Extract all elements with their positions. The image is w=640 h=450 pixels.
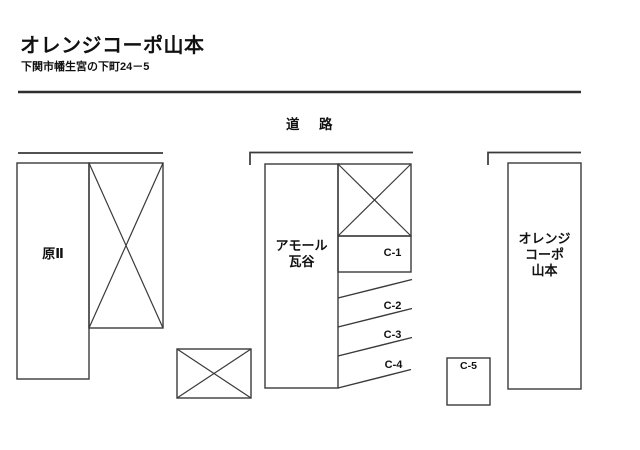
middle-lot-top-line [249,151,413,165]
small-crossed-area-outline [176,348,252,399]
parking-stall-c5-label: C-5 [460,360,477,372]
middle-crossed-area-diagonal-2 [337,163,412,237]
page-address: 下関市幡生宮の下町24－5 [21,61,150,73]
page-title: オレンジコーポ山本 [20,35,205,57]
c3-stall-top-line [337,307,413,328]
parking-stall-c3-label: C-3 [383,329,402,341]
small-crossed-area-diagonal-2 [176,348,252,399]
hara-building-outline [16,162,90,380]
c2-stall-top-line [337,278,413,299]
right-lot-top-line [487,151,581,165]
c4-stall-top-line [337,336,413,357]
amor-building-outline [264,163,339,389]
left-crossed-area-diagonal-2 [88,162,164,329]
c1-stall-outline [337,235,412,273]
parking-stall-c1-label: C-1 [383,247,402,259]
left-crossed-area-outline [88,162,164,329]
amor-building-label: アモール 瓦谷 [265,238,338,270]
orange-building-label-line2: コーポ [524,247,564,262]
orange-building-label: オレンジ コーポ 山本 [508,231,581,279]
parking-stall-c2-label: C-2 [383,300,402,312]
orange-building-label-line1: オレンジ [518,231,571,246]
orange-building-outline [507,162,582,390]
parking-stall-c4-label: C-4 [384,359,403,371]
hara-building-label: 原Ⅱ [42,246,64,261]
c4-stall-bottom-line [337,368,412,389]
orange-building-label-line3: 山本 [531,263,558,278]
road-label: 道 路 [286,117,336,132]
amor-building-label-line2: 瓦谷 [288,254,315,269]
c5-stall-outline [446,357,491,406]
amor-building-label-line1: アモール [275,238,328,253]
